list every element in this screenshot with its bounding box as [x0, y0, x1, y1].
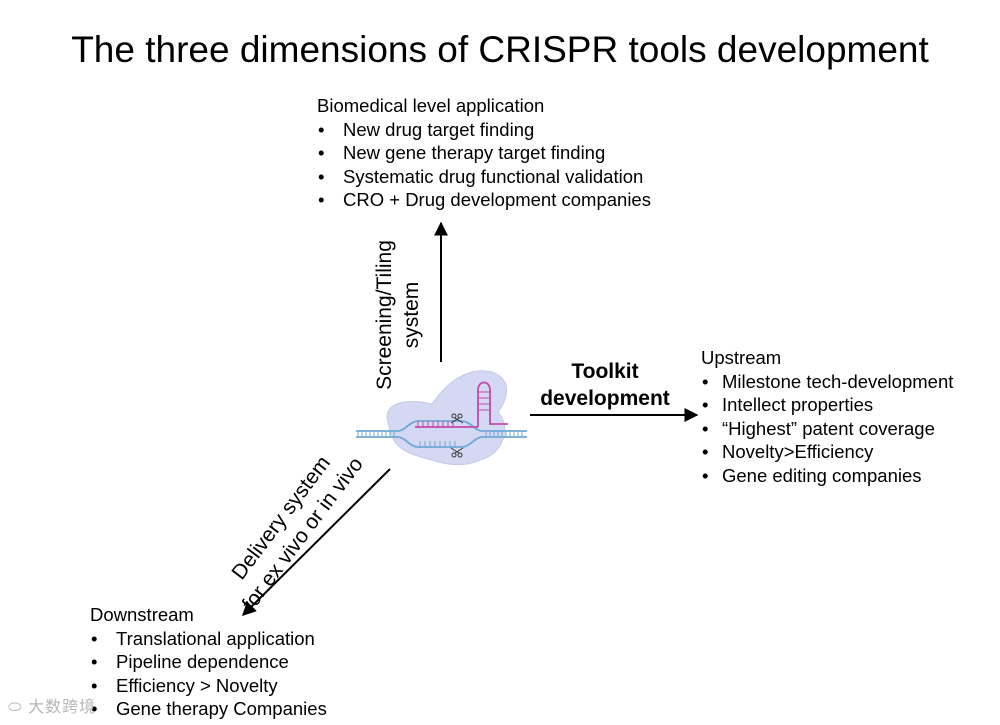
watermark-text: 大数跨境: [28, 699, 97, 716]
list-item: Translational application: [90, 627, 327, 651]
block-heading: Upstream: [701, 347, 782, 368]
list-item: Efficiency > Novelty: [90, 674, 327, 698]
list-item: Systematic drug functional validation: [317, 165, 651, 189]
list-item: “Highest” patent coverage: [701, 417, 953, 441]
list-item: New drug target finding: [317, 118, 651, 142]
scissors-icon: [450, 413, 464, 424]
watermark: ⬭ 大数跨境: [8, 693, 96, 717]
toolkit-label-line-1: Toolkit: [571, 360, 639, 383]
list-item: Milestone tech-development: [701, 370, 953, 394]
downstream-block: Downstream Translational application Pip…: [90, 603, 327, 721]
bullet-list: Translational application Pipeline depen…: [90, 627, 327, 721]
bullet-list: New drug target finding New gene therapy…: [317, 118, 651, 212]
slide-title: The three dimensions of CRISPR tools dev…: [71, 29, 929, 70]
screening-label-line-2: system: [400, 281, 423, 349]
guide-rna: [415, 381, 508, 428]
list-item: New gene therapy target finding: [317, 141, 651, 165]
guide-rna-pairs: [417, 391, 490, 427]
toolkit-axis-label: Toolkit development: [525, 358, 685, 412]
block-heading: Biomedical level application: [317, 95, 545, 116]
list-item: Pipeline dependence: [90, 650, 327, 674]
list-item: CRO + Drug development companies: [317, 188, 651, 212]
block-heading: Downstream: [90, 604, 194, 625]
screening-axis-label: Screening/Tiling system: [371, 225, 425, 405]
cas-protein-blob: [386, 370, 508, 466]
biomedical-application-block: Biomedical level application New drug ta…: [317, 94, 651, 212]
scissors-icon: [450, 447, 464, 458]
crispr-cas-complex-icon: [356, 370, 527, 466]
list-item: Intellect properties: [701, 393, 953, 417]
upstream-block: Upstream Milestone tech-development Inte…: [701, 346, 953, 488]
bullet-list: Milestone tech-development Intellect pro…: [701, 370, 953, 488]
toolkit-label-line-2: development: [540, 387, 670, 410]
dna-base-pairs: [357, 431, 523, 447]
list-item: Novelty>Efficiency: [701, 440, 953, 464]
arrow-down-left: [242, 468, 391, 616]
watermark-logo-icon: ⬭: [8, 699, 23, 716]
list-item: Gene editing companies: [701, 464, 953, 488]
screening-label-line-1: Screening/Tiling: [373, 240, 396, 390]
list-item: Gene therapy Companies: [90, 697, 327, 721]
